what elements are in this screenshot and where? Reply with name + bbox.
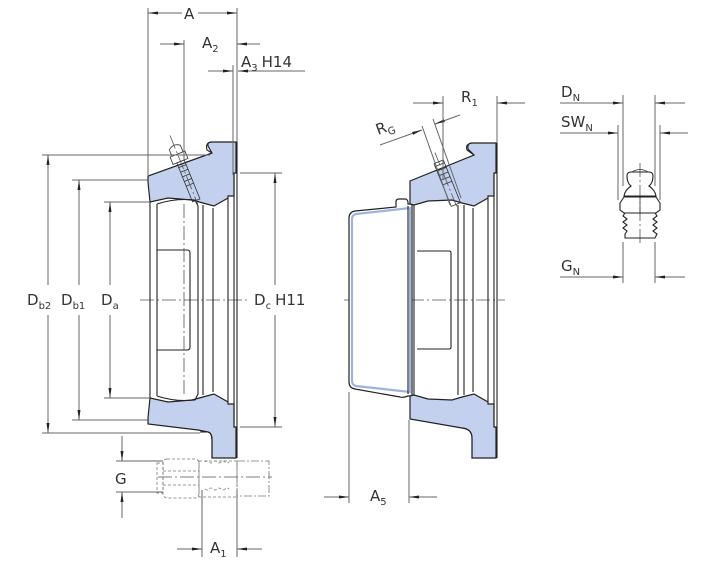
nipple-ball (631, 169, 649, 173)
label-DN: DN (561, 83, 580, 104)
label-Db2: Db2 (27, 291, 51, 312)
grease-nipple-detail: DN SWN GN (560, 83, 688, 283)
label-G: G (115, 470, 127, 488)
left-fixing-bolt (156, 458, 272, 499)
label-RG: RG (373, 116, 397, 142)
label-Da: Da (101, 291, 119, 312)
left-slot (157, 249, 191, 351)
left-seal-profile (156, 198, 199, 402)
dim-RG-right (434, 114, 461, 125)
middle-housing-view: RG R1 A5 (324, 88, 525, 508)
middle-housing-bottom-section (409, 393, 497, 459)
nipple-head (623, 171, 657, 197)
middle-bottom-flange-lip (461, 427, 473, 458)
label-A2: A2 (202, 34, 219, 55)
label-GN: GN (561, 257, 580, 278)
nipple-thread (622, 212, 658, 239)
dim-RG-ext-2 (432, 118, 462, 199)
end-cover-outer (348, 198, 413, 398)
label-A1: A1 (210, 539, 227, 560)
left-housing-bottom-section (147, 393, 237, 459)
end-cover-fill (350, 206, 412, 394)
middle-top-flange-lip (466, 142, 475, 156)
label-A: A (184, 5, 195, 23)
left-grease-nipple (168, 135, 201, 205)
label-Db1: Db1 (61, 291, 85, 312)
label-A5: A5 (370, 487, 387, 508)
nipple-hex (619, 196, 661, 214)
left-bottom-flange-lip (200, 431, 213, 458)
left-top-flange-lip (206, 141, 213, 154)
dim-RG-left (379, 129, 423, 146)
label-SWN: SWN (561, 113, 593, 134)
label-R1: R1 (461, 88, 478, 109)
middle-slot (417, 250, 452, 350)
dim-RG-ext-1 (421, 125, 451, 206)
left-housing-top-section (147, 141, 237, 207)
